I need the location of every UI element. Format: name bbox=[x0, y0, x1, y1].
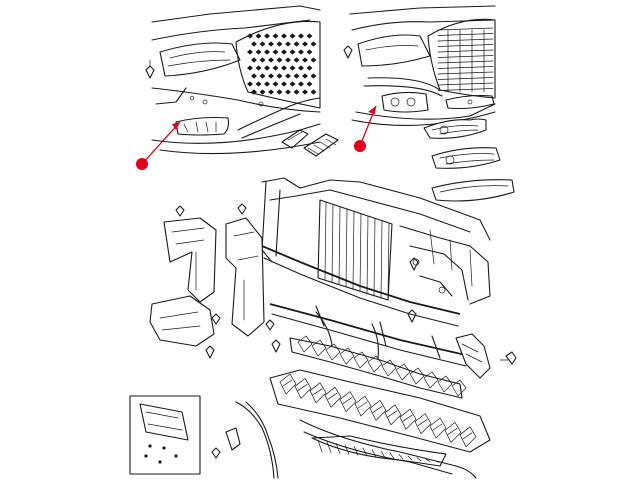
lower-energy-absorber bbox=[269, 369, 491, 453]
left-air-deflector bbox=[149, 205, 221, 359]
grille-mesh-a bbox=[247, 33, 317, 95]
inset-bumper-variant-b bbox=[343, 5, 515, 202]
absorber-upper-ribs bbox=[297, 335, 467, 397]
lower-grille-mesh bbox=[317, 439, 440, 463]
grille-bars-b bbox=[437, 27, 494, 93]
fender-edge bbox=[211, 401, 279, 479]
right-side-bracket bbox=[455, 333, 517, 379]
center-air-guide bbox=[225, 203, 275, 337]
lower-grille-insert bbox=[303, 133, 339, 157]
lower-fascia bbox=[299, 419, 477, 479]
inset-bumper-variant-a bbox=[145, 5, 339, 157]
callout-right bbox=[354, 105, 377, 152]
radiator-core bbox=[324, 201, 390, 301]
fasteners bbox=[271, 257, 419, 353]
absorber-lower-ribs bbox=[279, 373, 477, 448]
callout-left bbox=[136, 121, 181, 170]
upper-energy-absorber bbox=[289, 335, 467, 399]
license-bracket-inset bbox=[129, 395, 201, 475]
radiator-support-assembly bbox=[261, 177, 491, 367]
